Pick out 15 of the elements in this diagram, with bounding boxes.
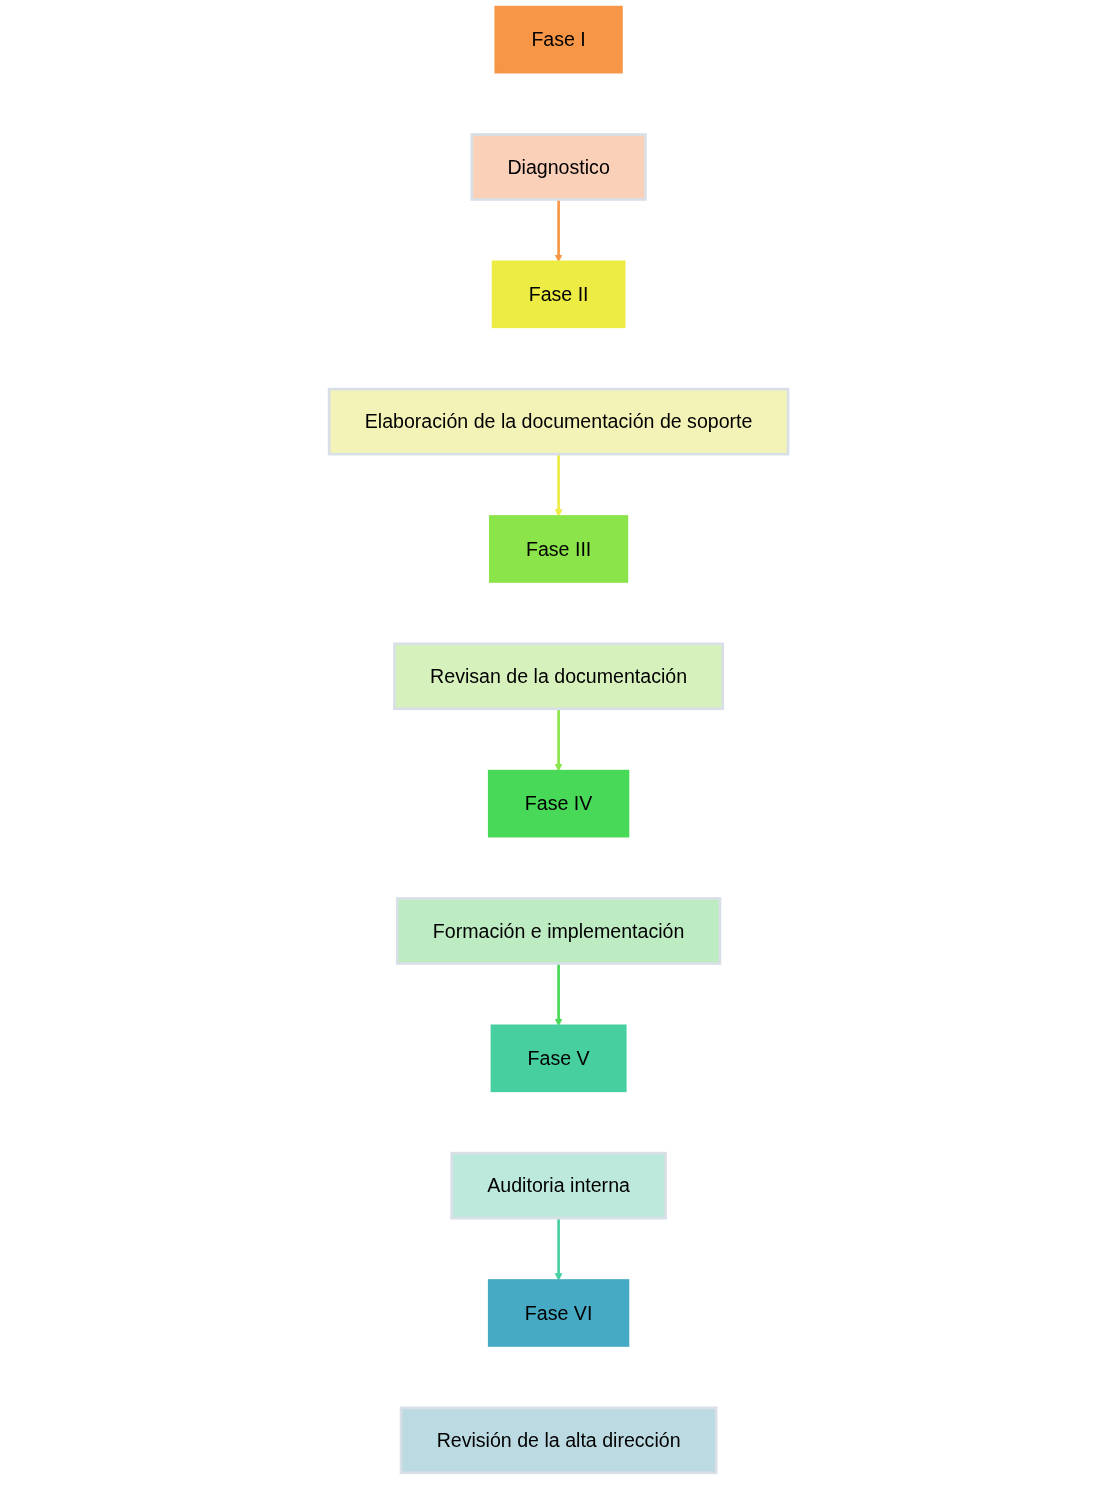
node-box: Fase VI (487, 1279, 630, 1347)
node-box: Auditoria interna (450, 1151, 667, 1220)
node-box: Revisión de la alta dirección (399, 1406, 718, 1475)
node-box: Elaboración de la documentación de soporte (327, 387, 790, 456)
node-box: Revisan de la documentación (393, 642, 724, 711)
arrow (554, 454, 563, 517)
node-box: Fase II (491, 260, 626, 329)
node-box: Fase III (488, 515, 629, 583)
arrow (554, 1218, 563, 1281)
node-box: Fase V (490, 1024, 627, 1093)
node-box: Fase IV (487, 769, 630, 838)
arrow (554, 708, 563, 772)
node-box: Diagnostico (470, 133, 647, 201)
node-box: Formación e implementación (395, 897, 722, 965)
node-box: Fase I (494, 5, 623, 74)
